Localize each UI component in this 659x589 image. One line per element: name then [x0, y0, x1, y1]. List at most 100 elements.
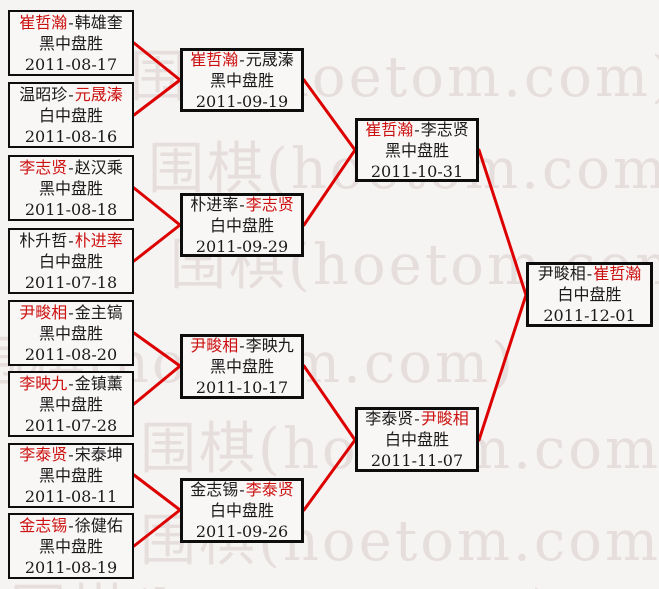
player2-name: 金镇薰	[74, 373, 123, 393]
match-date: 2011-07-18	[24, 272, 118, 292]
player-separator: -	[68, 445, 74, 464]
match-result: 白中盘胜	[38, 251, 103, 271]
player1-name: 朴进率	[190, 194, 239, 214]
connector-line	[477, 148, 528, 297]
match-players: 尹畯相-李映九	[190, 335, 293, 356]
player2-name: 崔哲瀚	[593, 264, 642, 283]
connector-line	[132, 186, 182, 227]
player-separator: -	[239, 336, 245, 355]
match-qf-1: 崔哲瀚-元晟溱 黑中盘胜 2011-09-19	[180, 48, 304, 112]
match-date: 2011-09-19	[195, 91, 289, 111]
match-qf-3: 尹畯相-李映九 黑中盘胜 2011-10-17	[180, 334, 304, 399]
match-r16-7: 李泰贤-宋泰坤 黑中盘胜 2011-08-11	[8, 443, 134, 508]
match-date: 2011-11-07	[370, 451, 464, 470]
player2-name: 李泰贤	[245, 480, 294, 499]
match-result: 黑中盘胜	[209, 70, 274, 90]
match-r16-1: 崔哲瀚-韩雄奎 黑中盘胜 2011-08-17	[8, 10, 134, 76]
match-result: 黑中盘胜	[38, 466, 103, 485]
connector-line	[302, 148, 357, 227]
player1-name: 温昭珍	[19, 84, 68, 104]
match-date: 2011-08-18	[24, 199, 118, 219]
match-players: 尹畯相-崔哲瀚	[538, 263, 641, 284]
player1-name: 李泰贤	[365, 409, 414, 428]
match-result: 黑中盘胜	[384, 140, 449, 160]
player1-name: 尹畯相	[190, 336, 239, 355]
player-separator: -	[68, 84, 74, 104]
match-players: 温昭珍-元晟溱	[19, 84, 122, 105]
player-separator: -	[68, 12, 74, 32]
player-separator: -	[68, 373, 74, 393]
connector-line	[132, 41, 182, 82]
match-r16-4: 朴升哲-朴进率 白中盘胜 2011-07-18	[8, 228, 134, 294]
match-date: 2011-08-11	[24, 487, 118, 506]
player1-name: 李志贤	[19, 157, 68, 177]
match-qf-2: 朴进率-李志贤 白中盘胜 2011-09-29	[180, 193, 304, 257]
player2-name: 韩雄奎	[74, 12, 123, 32]
match-result: 黑中盘胜	[38, 394, 103, 414]
player1-name: 李映九	[19, 373, 68, 393]
player1-name: 金志锡	[190, 480, 239, 499]
match-r16-3: 李志贤-赵汉乘 黑中盘胜 2011-08-18	[8, 155, 134, 221]
connector-line	[132, 78, 182, 117]
connector-line	[132, 473, 182, 512]
player1-name: 李泰贤	[19, 445, 68, 464]
player1-name: 朴升哲	[19, 230, 68, 250]
player-separator: -	[586, 264, 593, 283]
match-players: 崔哲瀚-李志贤	[365, 119, 468, 140]
match-date: 2011-09-26	[195, 522, 289, 541]
connector-line	[302, 78, 357, 152]
match-players: 李映九-金镇薰	[19, 373, 122, 394]
match-date: 2011-09-29	[195, 236, 289, 256]
match-players: 崔哲瀚-韩雄奎	[19, 12, 122, 33]
player-separator: -	[414, 409, 420, 428]
match-result: 黑中盘胜	[38, 536, 103, 556]
player1-name: 崔哲瀚	[190, 49, 239, 69]
player2-name: 尹畯相	[420, 409, 469, 428]
player2-name: 李志贤	[245, 194, 294, 214]
player2-name: 赵汉乘	[74, 157, 123, 177]
connector-line	[132, 364, 182, 406]
connector-line	[132, 331, 182, 368]
player1-name: 崔哲瀚	[19, 12, 68, 32]
match-players: 朴升哲-朴进率	[19, 230, 122, 251]
connector-line	[132, 508, 182, 548]
match-result: 黑中盘胜	[38, 323, 103, 343]
match-result: 黑中盘胜	[38, 178, 103, 198]
player1-name: 金志锡	[19, 515, 68, 535]
match-r16-8: 金志锡-徐健佑 黑中盘胜 2011-08-19	[8, 513, 134, 579]
player2-name: 李映九	[245, 336, 294, 355]
match-result: 白中盘胜	[209, 215, 274, 235]
player2-name: 元晟溱	[74, 84, 123, 104]
match-date: 2011-08-19	[24, 557, 118, 577]
player2-name: 元晟溱	[245, 49, 294, 69]
match-players: 金志锡-李泰贤	[190, 479, 293, 500]
match-result: 白中盘胜	[209, 501, 274, 520]
player-separator: -	[68, 515, 74, 535]
player-separator: -	[68, 302, 74, 322]
match-date: 2011-10-31	[370, 161, 464, 181]
player1-name: 尹畯相	[537, 264, 586, 283]
match-date: 2011-08-17	[24, 54, 118, 74]
player-separator: -	[68, 230, 74, 250]
player2-name: 朴进率	[74, 230, 123, 250]
match-r16-2: 温昭珍-元晟溱 白中盘胜 2011-08-16	[8, 82, 134, 148]
match-date: 2011-08-20	[24, 344, 118, 364]
match-result: 白中盘胜	[384, 430, 449, 449]
match-players: 李泰贤-尹畯相	[365, 408, 468, 429]
player-separator: -	[414, 119, 420, 139]
match-players: 李志贤-赵汉乘	[19, 157, 122, 178]
player-separator: -	[239, 49, 245, 69]
player-separator: -	[239, 194, 245, 214]
player-separator: -	[239, 480, 245, 499]
player2-name: 徐健佑	[74, 515, 123, 535]
match-final: 尹畯相-崔哲瀚 白中盘胜 2011-12-01	[526, 262, 653, 327]
match-date: 2011-08-16	[24, 126, 118, 146]
player1-name: 崔哲瀚	[365, 119, 414, 139]
match-sf-1: 崔哲瀚-李志贤 黑中盘胜 2011-10-31	[355, 118, 479, 182]
connector-line	[302, 364, 357, 442]
match-qf-4: 金志锡-李泰贤 白中盘胜 2011-09-26	[180, 478, 304, 543]
match-result: 黑中盘胜	[38, 33, 103, 53]
match-result: 白中盘胜	[38, 105, 103, 125]
